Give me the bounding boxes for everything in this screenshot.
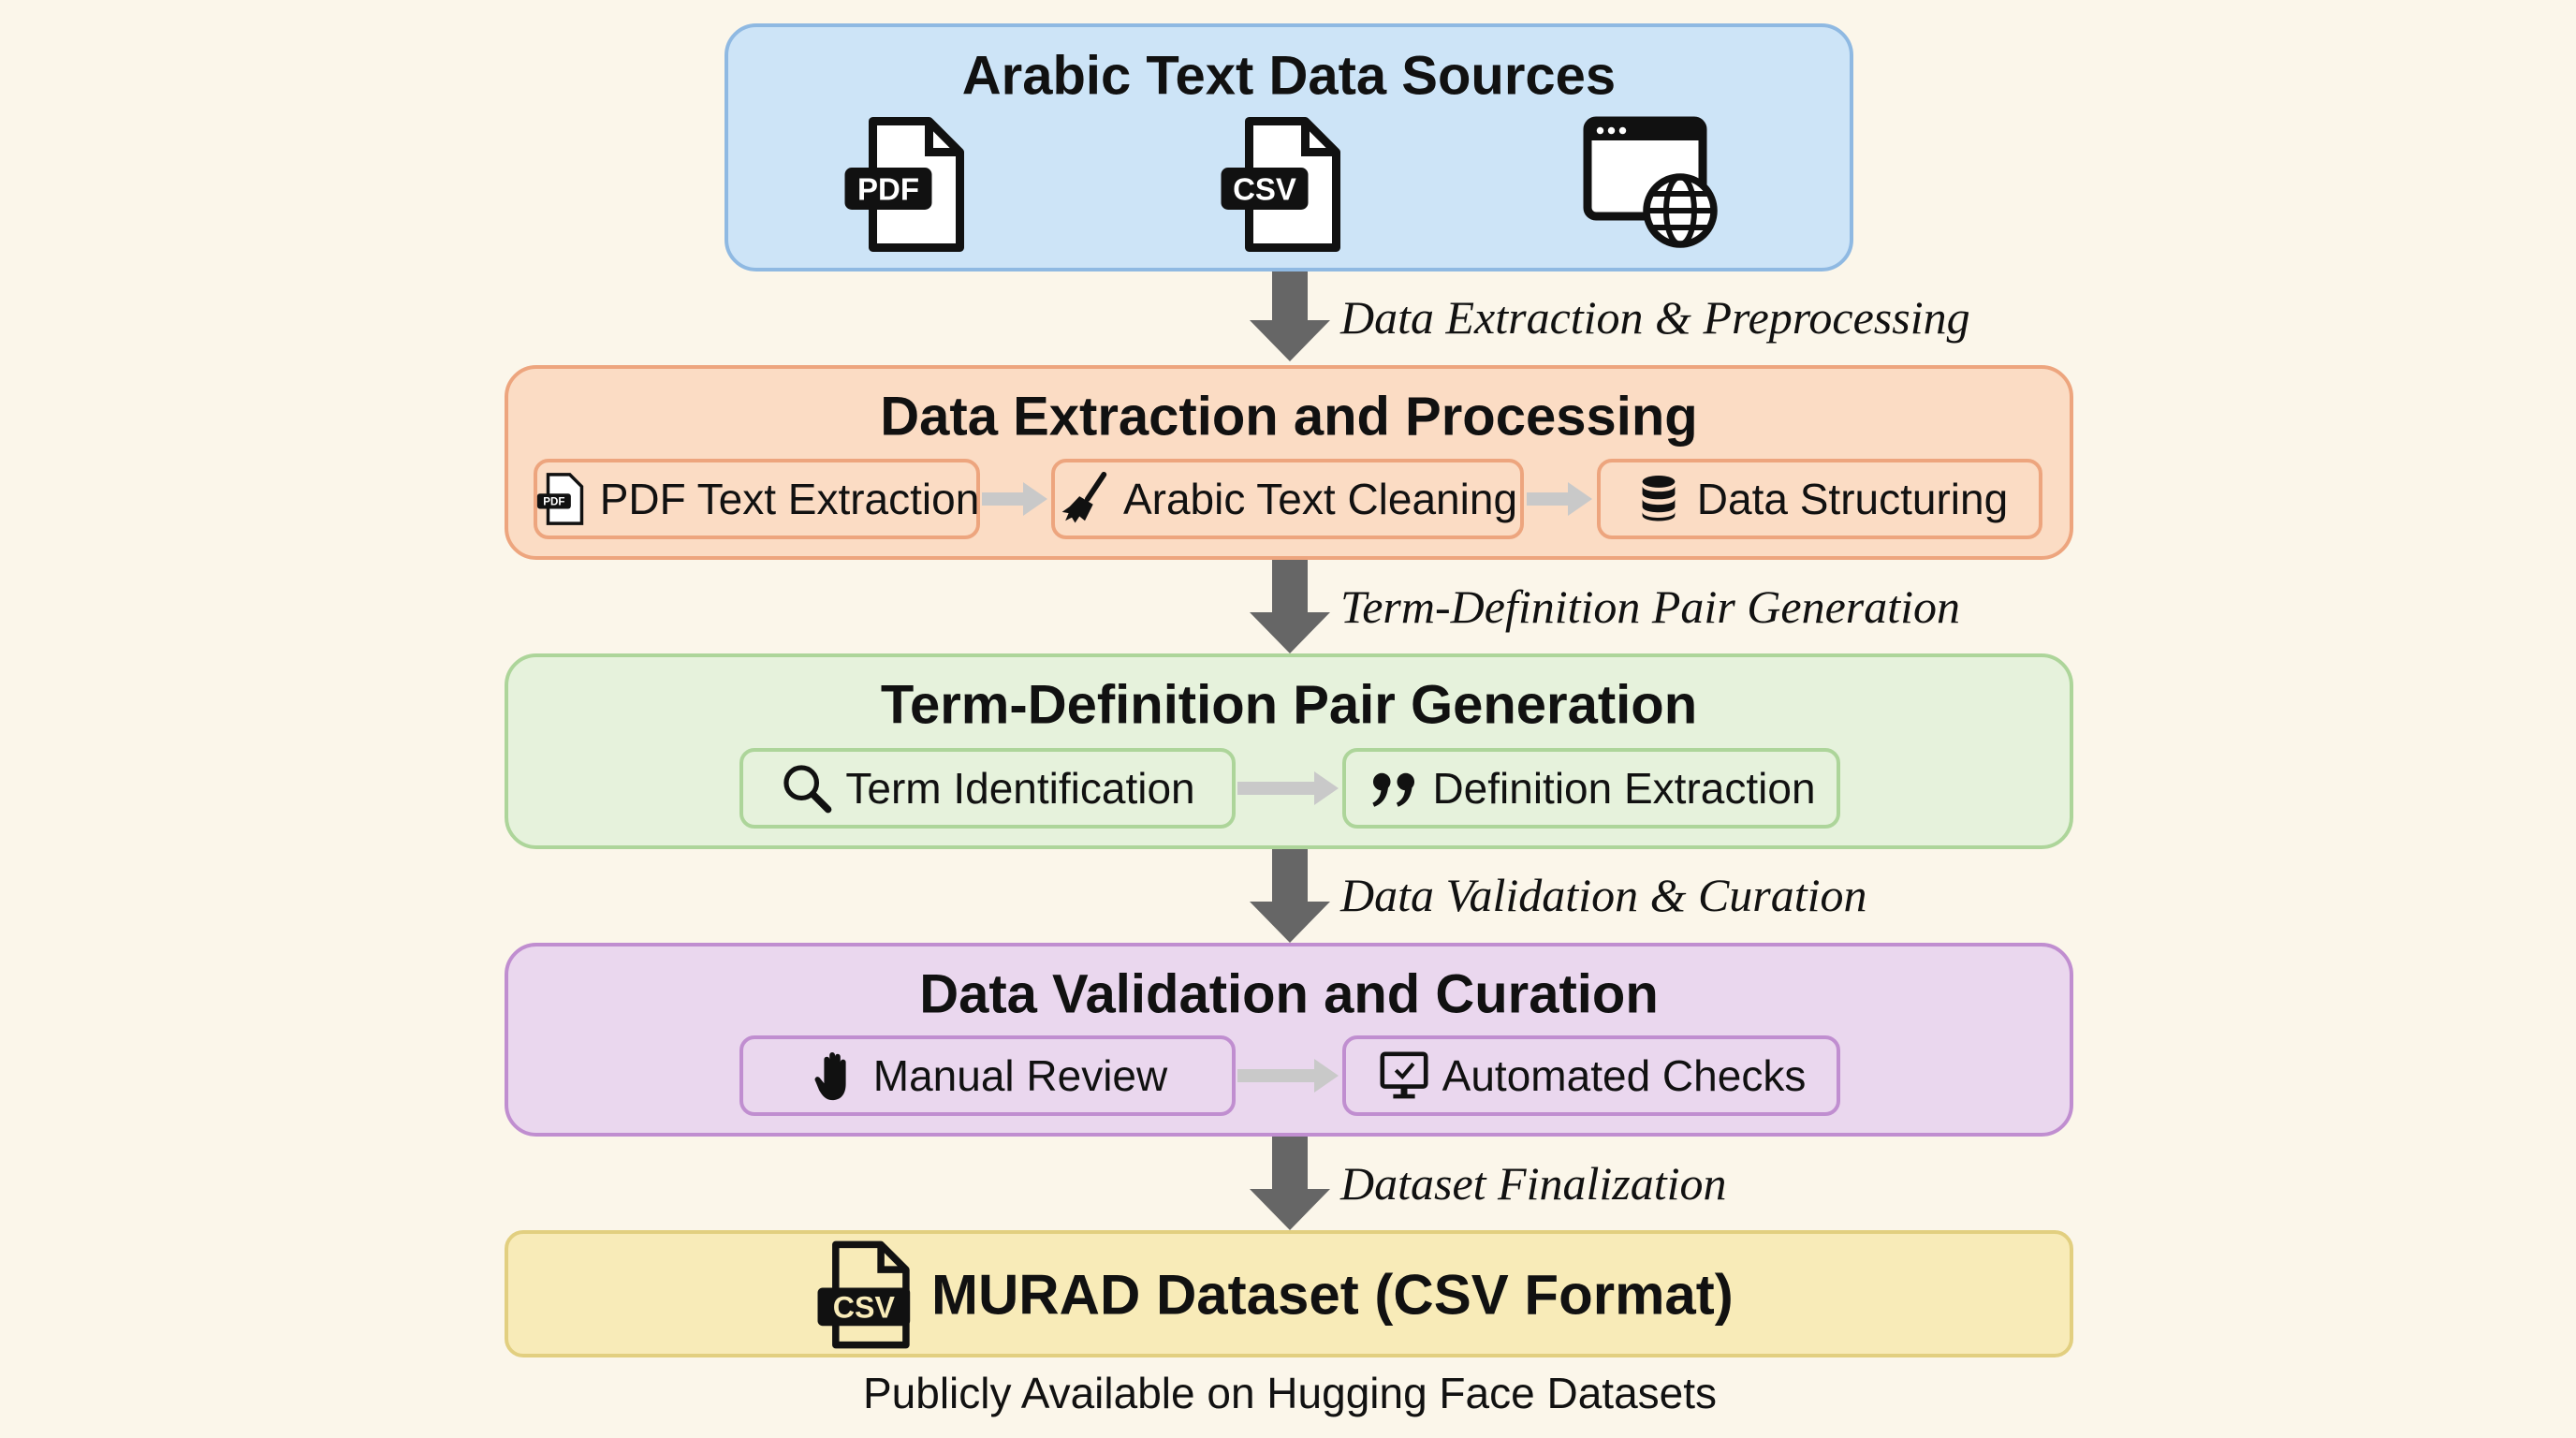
database-icon [1642,476,1676,521]
pdf-file-icon: PDF [844,117,964,252]
step-label: Automated Checks [1442,1051,1807,1100]
flow-label-4: Dataset Finalization [1340,1157,1727,1210]
csv-icon-label: CSV [1233,172,1296,207]
step-label: PDF Text Extraction [599,475,980,523]
broom-icon [1061,472,1107,523]
step-label: Data Structuring [1696,475,2009,523]
csv-file-icon: CSV [1221,117,1340,252]
flow-arrow-4 [1250,1137,1330,1230]
svg-text:CSV: CSV [833,1291,896,1325]
step-arrow-icon [982,482,1047,516]
flow-arrow-2 [1250,560,1330,653]
step-label: Definition Extraction [1432,764,1816,813]
output-title: MURAD Dataset (CSV Format) [931,1263,1734,1327]
svg-text:PDF: PDF [543,495,564,507]
availability-note: Publicly Available on Hugging Face Datas… [862,1369,1718,1417]
step-arrow-icon [1237,771,1339,805]
extraction-box: Data Extraction and Processing [505,365,2073,560]
flow-label-3: Data Validation & Curation [1340,869,1867,921]
step-arrow-icon [1237,1059,1339,1093]
sources-title: Arabic Text Data Sources [961,45,1617,107]
output-box [505,1230,2073,1357]
flow-label-1: Data Extraction & Preprocessing [1340,291,1970,344]
step-arabic-text-cleaning: Arabic Text Cleaning [1051,459,1524,539]
quote-icon [1372,772,1415,807]
step-term-identification: Term Identification [739,748,1236,829]
flow-arrow-3 [1250,849,1330,943]
validation-box: Data Validation and Curation [505,943,2073,1137]
step-label: Term Identification [845,764,1195,813]
generation-title: Term-Definition Pair Generation [880,674,1698,736]
step-label: Manual Review [872,1051,1168,1100]
pdf-icon-label: PDF [857,172,919,207]
pdf-file-icon: PDF [536,473,583,525]
hand-icon [814,1052,846,1101]
step-automated-checks: Automated Checks [1342,1035,1840,1116]
flow-label-2: Term-Definition Pair Generation [1340,580,1961,633]
step-definition-extraction: Definition Extraction [1342,748,1840,829]
validation-title: Data Validation and Curation [919,963,1659,1025]
web-globe-icon [1583,116,1718,248]
search-icon [783,765,832,814]
step-data-structuring: Data Structuring [1597,459,2042,539]
csv-file-icon: CSV [817,1240,911,1349]
step-manual-review: Manual Review [739,1035,1236,1116]
step-pdf-text-extraction: PDF PDF Text Extraction [534,459,980,539]
flow-arrow-1 [1250,271,1330,361]
step-label: Arabic Text Cleaning [1122,475,1518,523]
monitor-check-icon [1380,1051,1428,1099]
extraction-title: Data Extraction and Processing [880,386,1698,448]
step-arrow-icon [1527,482,1592,516]
